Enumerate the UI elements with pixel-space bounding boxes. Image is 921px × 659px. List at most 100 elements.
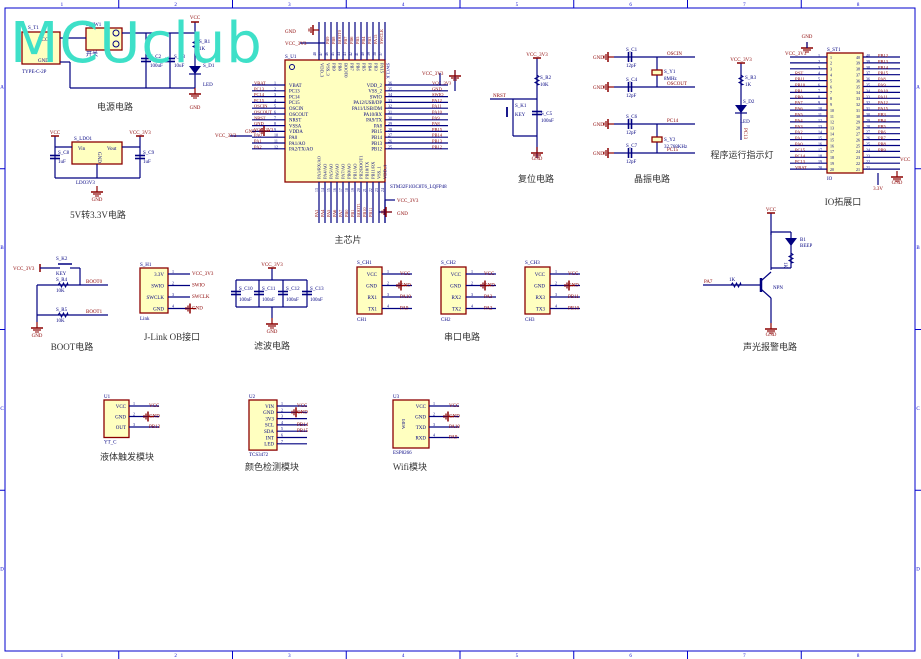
io-pin-inner: 3	[830, 67, 832, 72]
io-pin-inner: 17	[830, 149, 834, 154]
mcu-net-label: PA10	[432, 110, 443, 115]
mcu-pin-num: 28	[388, 127, 392, 132]
mcu-pin-name: PB4	[368, 63, 373, 72]
boot1-net: BOOT1	[86, 310, 103, 315]
mcu-pin-num: 4	[274, 98, 276, 103]
io-pin-inner: 19	[830, 161, 834, 166]
io-pin-inner: 7	[830, 90, 832, 95]
jlink-net: VCC_3V3	[192, 272, 214, 277]
io-net-label: PA0	[795, 142, 803, 147]
module-pin-name: INT	[266, 436, 274, 441]
row-marker-right: A	[916, 85, 920, 90]
io-pin-num: 34	[866, 88, 870, 93]
io-pin-num: 38	[866, 65, 870, 70]
module-pin-num: 4	[281, 420, 283, 425]
k1-value: KEY	[515, 113, 526, 118]
uart-body	[356, 266, 383, 315]
jlink-pin-name: SWIO	[151, 284, 164, 289]
mcu-pin-num: 9	[274, 127, 276, 132]
io-header: S_ST1IO11223344RST55PB1166PB1077PB188PB0…	[785, 35, 911, 207]
io-pin-num: 17	[818, 147, 822, 152]
buzzer-led-icon	[785, 238, 797, 246]
io-net-label: PC15	[795, 147, 806, 152]
io-pin-inner: 9	[830, 102, 832, 107]
ground-symbol-icon	[891, 171, 903, 182]
liquid-title: 液体触发模块	[100, 451, 154, 462]
mcu-pin-name: PB5	[362, 63, 367, 72]
io-pin-num: 10	[818, 106, 822, 111]
c5-value: 100nF	[541, 119, 554, 124]
io-net-label: PB0	[795, 94, 804, 99]
io-pin-inner: 34	[856, 90, 860, 95]
module-pin-name: RXD	[415, 436, 426, 441]
filter-cap-value: 100nF	[239, 298, 252, 303]
alarm-title: 声光报警电路	[743, 341, 797, 352]
module-value: TCS3472	[249, 453, 269, 458]
mcu-pin-num: 37	[379, 52, 383, 56]
mcu-net-label: PB6	[349, 36, 354, 44]
uart-pin-num: 3	[471, 292, 473, 297]
uart-pin-num: 4	[555, 304, 557, 309]
io-header-body	[826, 52, 864, 174]
io-net-label: VBAT	[795, 165, 807, 170]
ldo-vin: Vin	[78, 147, 86, 152]
led-icon	[189, 66, 201, 74]
mcu-pin-name: PB3	[374, 63, 379, 72]
mcu-pin-name: PA2/TX/AO	[289, 148, 314, 153]
io-net-label: PA2	[795, 130, 803, 135]
mcu-net-label: PB0	[344, 210, 349, 217]
mcu-net-label: PC13	[254, 86, 265, 91]
mcu-pin-name: PB2/BOOT1	[359, 155, 364, 179]
io-net-label: PA11	[878, 94, 888, 99]
io-pin-inner: 23	[856, 155, 860, 160]
c8-value: 1uF	[58, 160, 66, 165]
mcu-net-label: PB3	[367, 37, 372, 44]
mcu-net-label: PB1	[350, 210, 355, 217]
mcu-pin-name: OSCOUT	[289, 113, 308, 118]
resistor-zigzag	[787, 252, 795, 264]
y1-value: 8MHz	[664, 77, 678, 82]
module-pin-num: 5	[281, 426, 283, 431]
mcu-net-label: PA1	[254, 139, 262, 144]
ldo-ref: S_LDO1	[74, 137, 93, 142]
mcu-net-label: OSCIN	[254, 104, 268, 109]
ground-symbol-icon	[91, 186, 103, 197]
module-net: GND	[449, 415, 460, 420]
io-pin-num: 16	[818, 142, 822, 147]
mcu-pin-name: PC13	[289, 90, 300, 95]
mcu-pin-num: 40	[361, 52, 365, 56]
io-pin-inner: 14	[830, 132, 834, 137]
pin1-marker-icon	[289, 64, 295, 70]
io-gnd-top: GND	[802, 35, 813, 40]
io-net-label: PB5	[878, 124, 887, 129]
crystal-title: 晶振电路	[634, 173, 670, 184]
mcu-gnd-bottom: GND	[397, 212, 408, 217]
ground-symbol-icon	[291, 407, 302, 418]
column-marker-bottom: 8	[857, 654, 860, 659]
ground-symbol-icon	[266, 318, 278, 329]
crystal-cap-ref: S_C1	[626, 48, 638, 53]
io-pin-inner: 30	[856, 114, 860, 119]
mcu-pin-name: PA15	[380, 63, 385, 74]
mcu-net-label: PA0	[254, 133, 262, 138]
ground-symbol-icon	[443, 411, 454, 422]
mcu-pin-name: PB15	[371, 130, 382, 135]
io-net-label: PA9	[878, 83, 886, 88]
uart-value: CH2	[441, 318, 451, 323]
io-net-label: PA10	[878, 88, 889, 93]
io-pin-num: 14	[818, 130, 822, 135]
uart-pin-num: 2	[387, 281, 389, 286]
uart-value: CH3	[525, 318, 535, 323]
io-pin-num: 15	[818, 136, 822, 141]
uart-pin-name: VCC	[451, 273, 462, 278]
mcu-pin-name: VSS_1	[377, 166, 382, 179]
resistor-zigzag	[57, 281, 69, 289]
row-marker-left: C	[0, 407, 4, 412]
module-body	[392, 399, 430, 449]
io-pin-num: 26	[866, 136, 870, 141]
mcu-pin-num: 33	[388, 98, 392, 103]
mcu-pin-name: PB0/AO	[347, 163, 352, 179]
r3-value: 1K	[745, 83, 752, 88]
